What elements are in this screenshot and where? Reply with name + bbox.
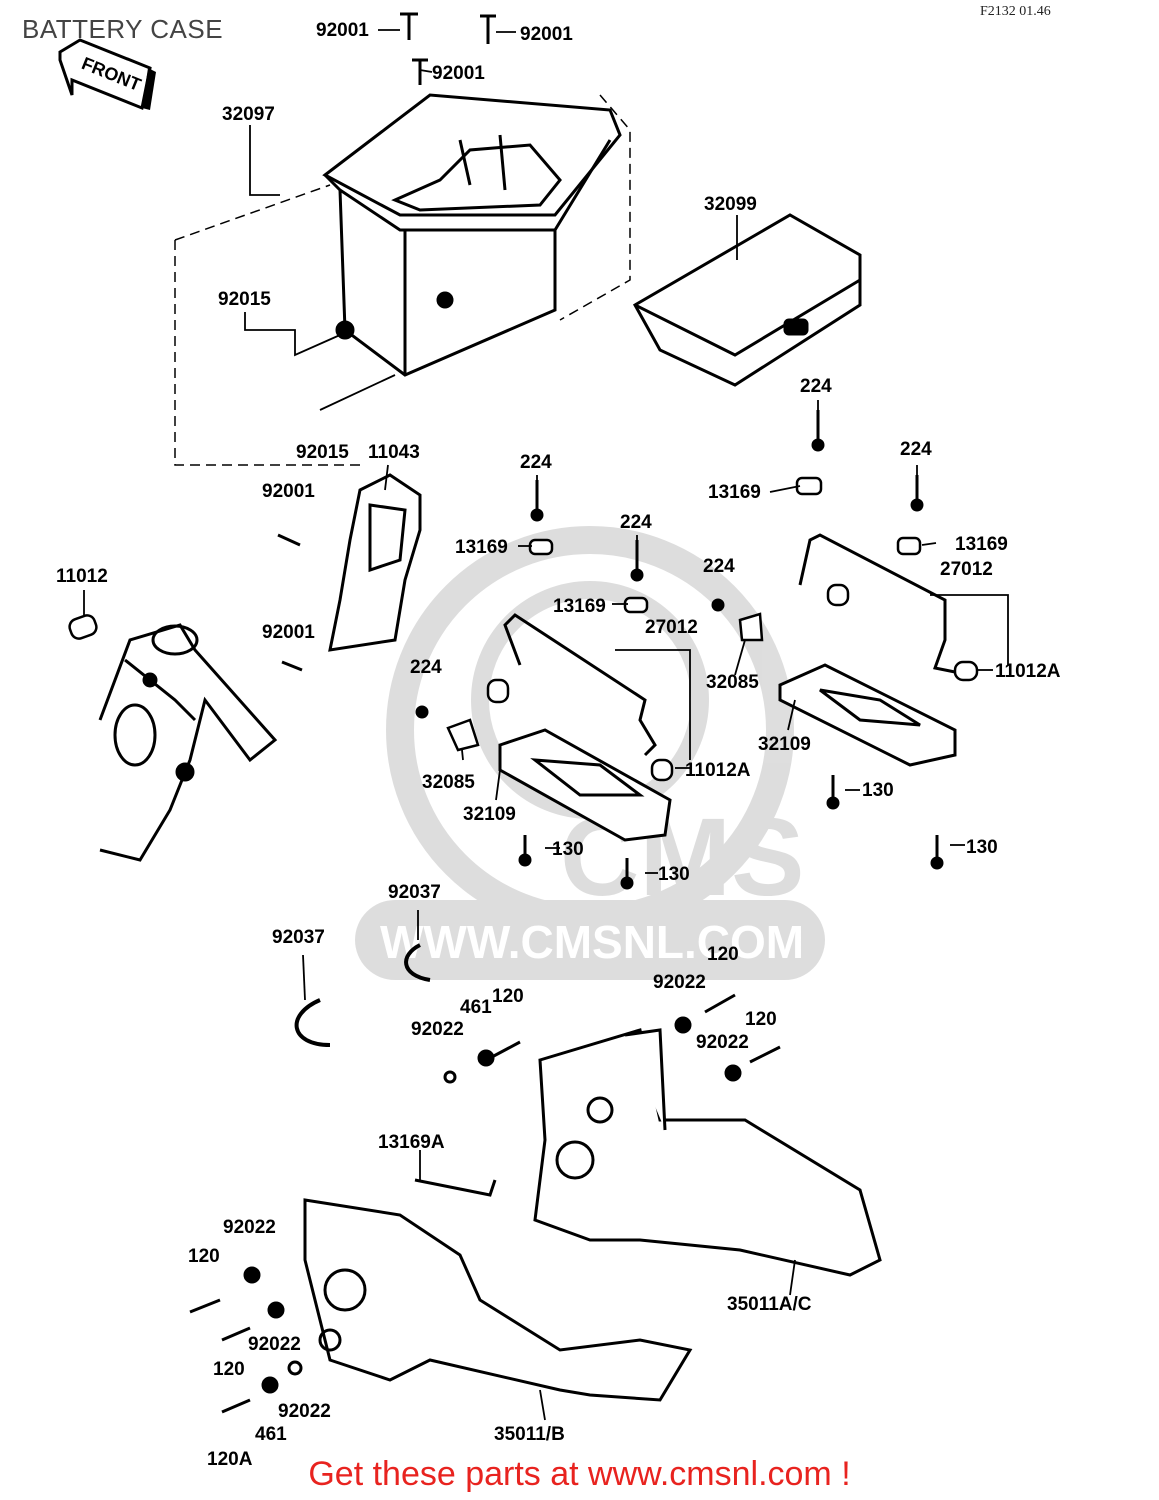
callout-461-a: 461 xyxy=(460,997,492,1018)
watermark: CMS WWW.CMSNL.COM xyxy=(355,526,825,980)
bracket-11043 xyxy=(328,473,422,652)
callout-92001-a: 92001 xyxy=(316,20,369,41)
callout-120-e: 120 xyxy=(213,1359,245,1380)
callout-13169-b: 13169 xyxy=(553,596,606,617)
callout-92037-a: 92037 xyxy=(388,882,441,903)
callout-32099: 32099 xyxy=(704,194,757,215)
callout-92015-b: 92015 xyxy=(296,442,349,463)
callout-13169-a: 13169 xyxy=(455,537,508,558)
callout-224-a: 224 xyxy=(520,452,552,473)
callout-92001-d: 92001 xyxy=(262,481,315,502)
callout-32085-b: 32085 xyxy=(706,672,759,693)
callout-120A: 120A xyxy=(207,1449,253,1470)
callout-224-b: 224 xyxy=(620,512,652,533)
callout-11043: 11043 xyxy=(368,442,420,463)
callout-92001-e: 92001 xyxy=(262,622,315,643)
callout-120-a: 120 xyxy=(707,944,739,965)
callout-92022-d: 92022 xyxy=(223,1217,276,1238)
callout-224-c: 224 xyxy=(800,376,832,397)
bracket-35011-B xyxy=(303,1198,693,1402)
callout-92022-f: 92022 xyxy=(278,1401,331,1422)
callout-130-a: 130 xyxy=(552,839,584,860)
callout-120-b: 120 xyxy=(492,986,524,1007)
callout-224-d: 224 xyxy=(900,439,932,460)
callout-13169A: 13169A xyxy=(378,1132,445,1153)
holder-rods-27012 xyxy=(503,533,956,757)
callout-92022-b: 92022 xyxy=(411,1019,464,1040)
callout-labels: 92001 92001 92001 32097 32099 92015 9201… xyxy=(56,20,1061,1470)
callout-130-b: 130 xyxy=(658,864,690,885)
battery-case-32097 xyxy=(322,93,622,377)
callout-130-c: 130 xyxy=(862,780,894,801)
callout-13169-d: 13169 xyxy=(955,534,1008,555)
bolts-120-nuts-92022 xyxy=(189,993,781,1414)
reference-code: F2132 01.46 xyxy=(980,4,1051,19)
battery-case-outline xyxy=(174,94,631,466)
damper-11012 xyxy=(68,614,98,640)
callout-130-d: 130 xyxy=(966,837,998,858)
clamps-32085 xyxy=(446,612,764,752)
callout-224-f: 224 xyxy=(410,657,442,678)
battery-cover-32099 xyxy=(632,213,862,387)
watermark-url: WWW.CMSNL.COM xyxy=(380,916,804,968)
callout-35011A-C: 35011A/C xyxy=(727,1294,812,1315)
callout-92022-a: 92022 xyxy=(653,972,706,993)
front-arrow-marker: FRONT xyxy=(58,38,156,111)
callout-92001-c: 92001 xyxy=(432,63,485,84)
bracket-35011A-C xyxy=(533,1028,882,1277)
callout-32085-a: 32085 xyxy=(422,772,475,793)
dampers-11012A xyxy=(486,583,979,782)
callout-32109-a: 32109 xyxy=(463,804,516,825)
bolts-92001 xyxy=(277,12,496,672)
callout-11012A-b: 11012A xyxy=(995,661,1061,682)
callout-120-d: 120 xyxy=(188,1246,220,1267)
frame-section-left xyxy=(98,623,278,862)
clamps-92037 xyxy=(294,943,431,1047)
callout-461-b: 461 xyxy=(255,1424,287,1445)
page-title: BATTERY CASE xyxy=(22,14,224,44)
callout-92015-a: 92015 xyxy=(218,289,271,310)
footer-shop-link[interactable]: Get these parts at www.cmsnl.com ! xyxy=(308,1455,851,1493)
callout-32097: 32097 xyxy=(222,104,275,125)
callout-92022-e: 92022 xyxy=(248,1334,301,1355)
clamps-13169 xyxy=(528,476,922,614)
callout-120-c: 120 xyxy=(745,1009,777,1030)
bracket-13169A xyxy=(414,1178,497,1197)
callout-32109-b: 32109 xyxy=(758,734,811,755)
callout-92037-b: 92037 xyxy=(272,927,325,948)
callout-92022-c: 92022 xyxy=(696,1032,749,1053)
leader-lines xyxy=(83,29,1009,1421)
callout-35011-B: 35011/B xyxy=(494,1424,565,1445)
callout-11012A-a: 11012A xyxy=(685,760,751,781)
battery-tray-32109-right xyxy=(778,663,957,767)
callout-13169-c: 13169 xyxy=(708,482,761,503)
callout-224-e: 224 xyxy=(703,556,735,577)
callout-27012-b: 27012 xyxy=(940,559,993,580)
callout-92001-b: 92001 xyxy=(520,24,573,45)
callout-11012: 11012 xyxy=(56,566,108,587)
callout-27012-a: 27012 xyxy=(645,617,698,638)
